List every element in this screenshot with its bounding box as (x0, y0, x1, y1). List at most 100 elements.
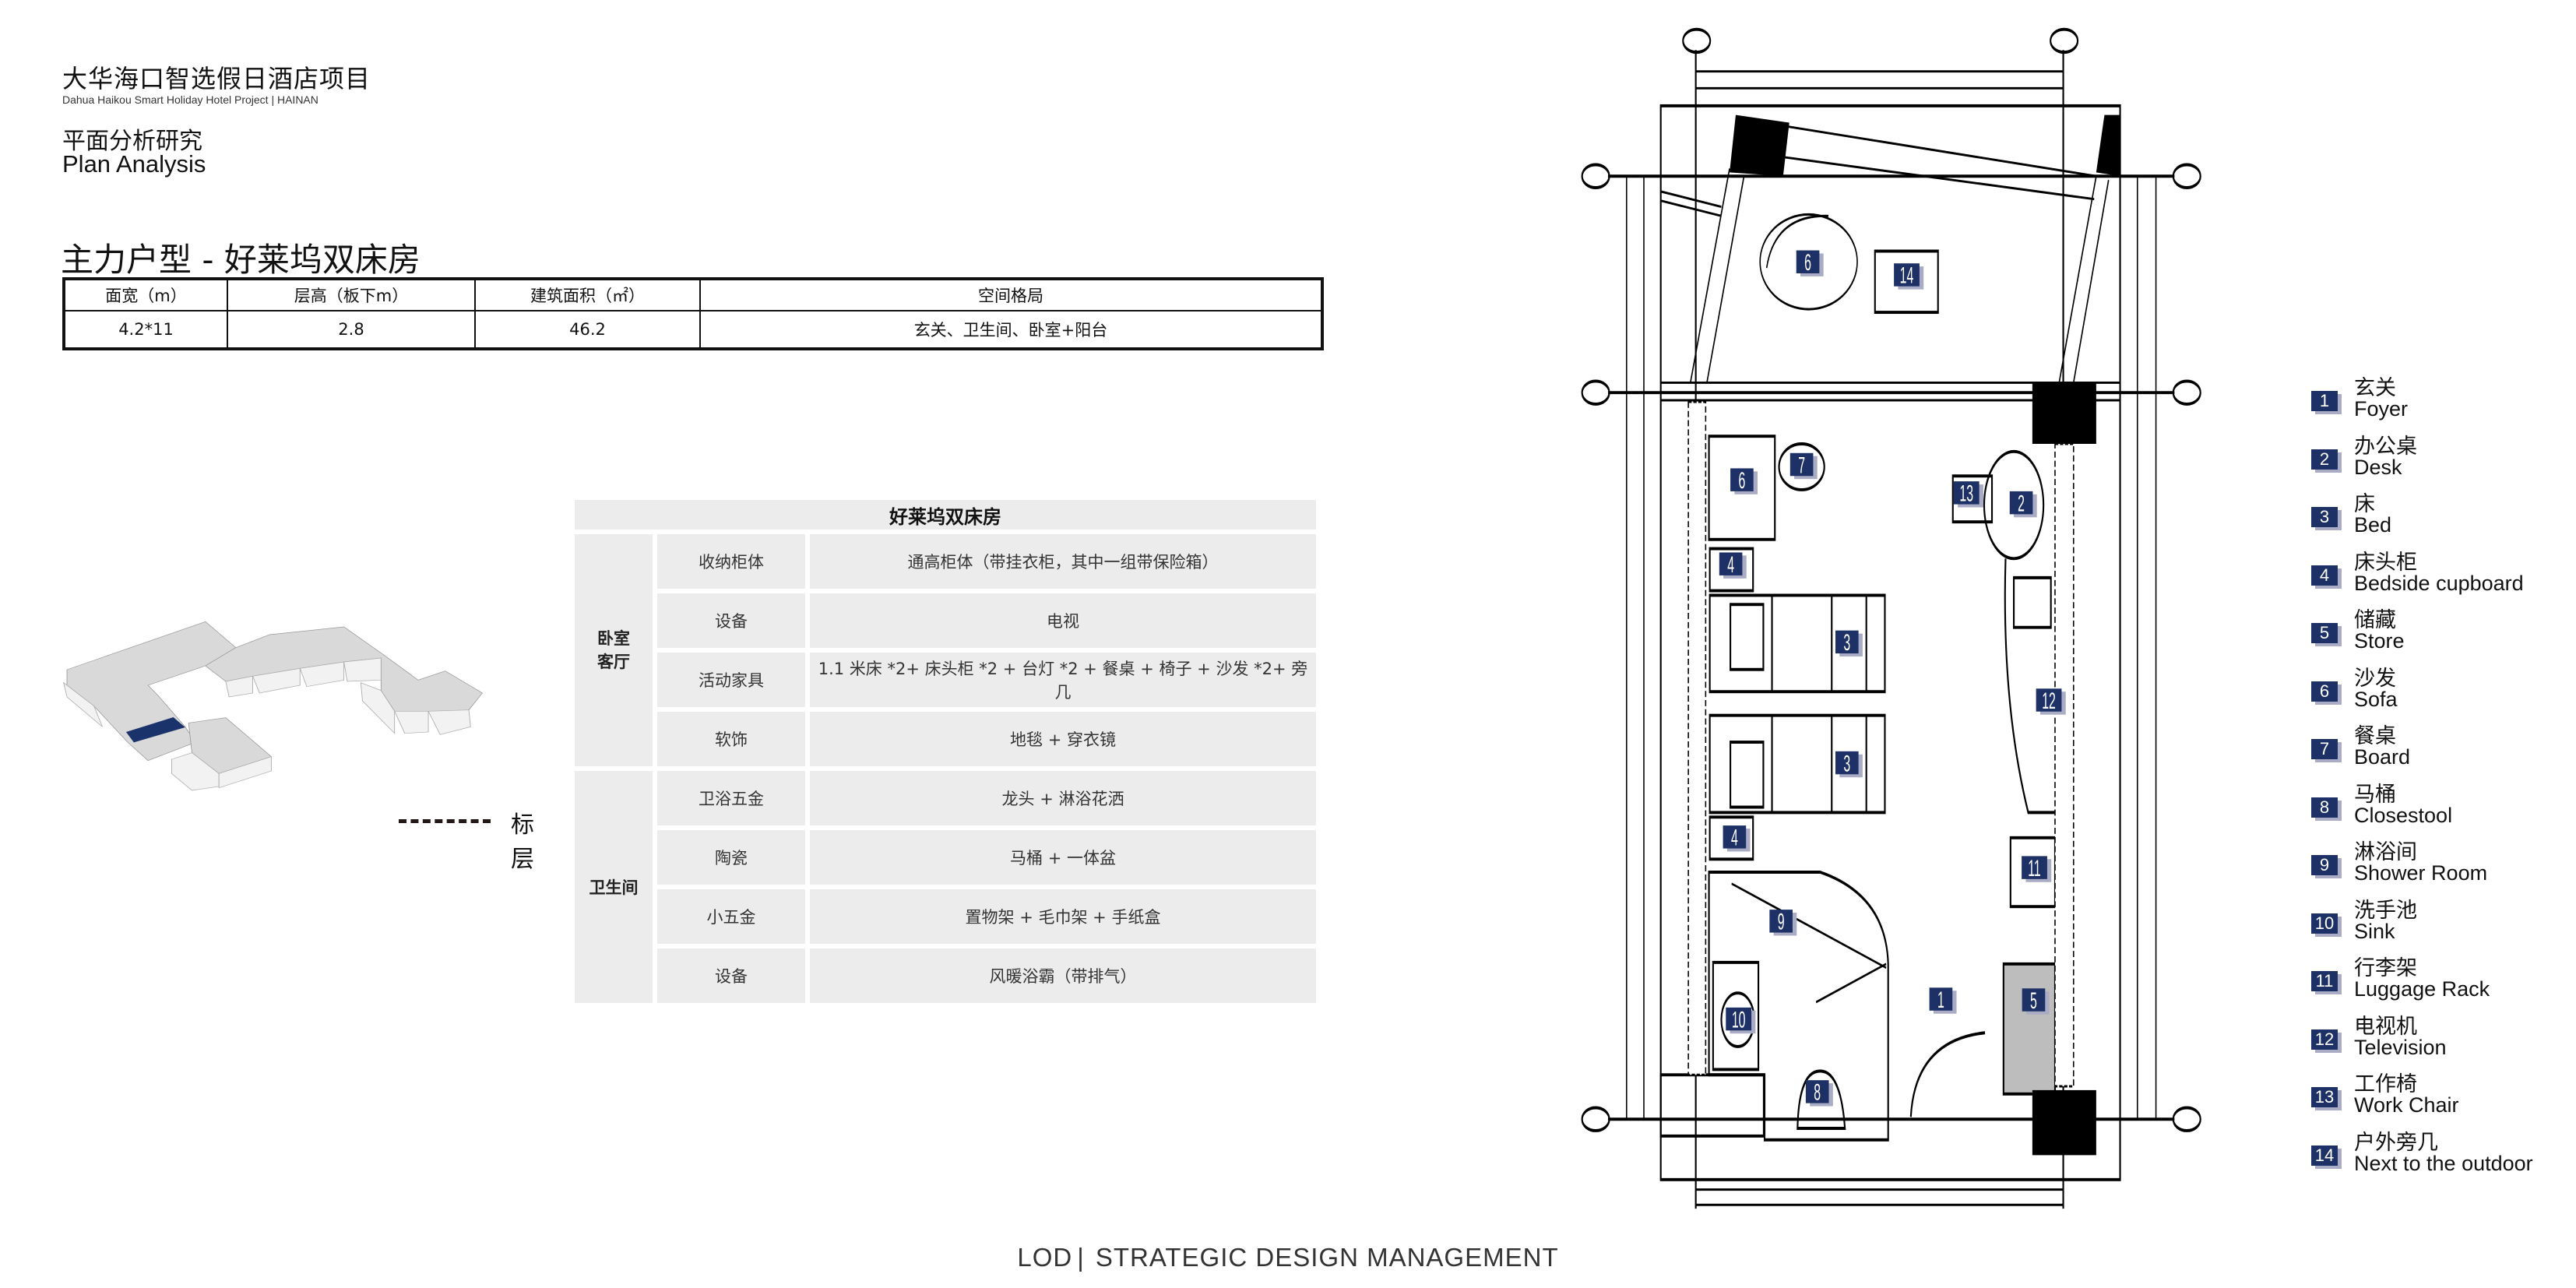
legend-label-cn: 办公桌 (2354, 434, 2417, 459)
plan-label-badge: 12 (2036, 688, 2066, 715)
floor-legend-label: 标层 (511, 811, 534, 873)
legend-label-en: Next to the outdoor (2354, 1151, 2533, 1175)
plan-label-number: 4 (1727, 553, 1734, 578)
dashed-line-icon (399, 819, 491, 823)
row-item: 陶瓷 (657, 830, 805, 885)
plan-label-badge: 1 (1929, 987, 1957, 1014)
plan-label-number: 8 (1814, 1081, 1821, 1106)
legend-label-en: Store (2354, 629, 2405, 653)
legend-label-cn: 沙发 (2354, 666, 2396, 691)
row-desc: 电视 (810, 593, 1316, 648)
plan-label-badge: 5 (2022, 988, 2050, 1015)
legend-badge: 5 (2311, 623, 2338, 643)
plan-label-badge: 3 (1835, 751, 1863, 778)
plan-label-badge: 10 (1726, 1007, 1756, 1034)
structural-columns (1730, 114, 2120, 1156)
legend-label-cn: 工作椅 (2354, 1072, 2417, 1096)
legend-label-cn: 电视机 (2354, 1014, 2417, 1039)
legend-badge: 13 (2311, 1087, 2338, 1107)
plan-label-number: 4 (1731, 826, 1738, 851)
plan-outline (1659, 104, 2121, 1181)
plan-label-badge: 6 (1796, 250, 1824, 276)
spec-header: 空间格局 (699, 278, 1323, 311)
sofa-round (1759, 213, 1858, 311)
toilet (1797, 1069, 1846, 1130)
row-item: 卫浴五金 (657, 771, 805, 825)
plan-label-number: 1 (1937, 988, 1944, 1013)
legend-badge: 6 (2311, 681, 2338, 702)
outdoor-side-table (1874, 249, 1939, 315)
legend-badge: 2 (2311, 449, 2338, 470)
row-desc: 龙头 + 淋浴花洒 (810, 771, 1316, 825)
row-item: 收纳柜体 (657, 534, 805, 589)
row-desc: 风暖浴霸（带排气） (810, 948, 1316, 1003)
legend-label-en: Closestool (2354, 803, 2453, 827)
furnishing-table: 好莱坞双床房 卧室客厅 收纳柜体 通高柜体（带挂衣柜，其中一组带保险箱） 设备电… (570, 495, 1321, 1008)
legend-label-cn: 洗手池 (2354, 898, 2417, 923)
spec-value: 4.2*11 (63, 310, 228, 350)
plan-label-badge: 3 (1835, 630, 1863, 657)
legend-badge: 12 (2311, 1029, 2338, 1050)
spec-header: 建筑面积（㎡） (474, 278, 701, 311)
legend-label-cn: 行李架 (2354, 956, 2417, 980)
work-chair (1951, 474, 1994, 524)
project-title-cn: 大华海口智选假日酒店项目 (62, 64, 371, 93)
legend-label-cn: 玄关 (2354, 376, 2396, 400)
legend-label-cn: 床 (2354, 492, 2375, 516)
legend-label-en: Desk (2354, 455, 2402, 479)
bed (1709, 713, 1886, 815)
spec-header: 层高（板下m） (227, 278, 476, 311)
group-label: 卧室客厅 (597, 629, 630, 671)
section-title-en: Plan Analysis (62, 150, 206, 178)
plan-label-number: 2 (2018, 492, 2025, 517)
legend-badge: 7 (2311, 739, 2338, 759)
row-item: 设备 (657, 593, 805, 648)
legend-badge: 8 (2311, 797, 2338, 818)
plan-label-badge: 8 (1805, 1080, 1833, 1107)
section-title-cn: 平面分析研究 (62, 128, 202, 155)
plan-label-number: 6 (1804, 251, 1811, 276)
legend-label-cn: 餐桌 (2354, 724, 2396, 748)
spec-header: 面宽（m） (63, 278, 228, 311)
plan-label-badge: 9 (1769, 910, 1797, 936)
row-desc: 马桶 + 一体盆 (810, 830, 1316, 885)
legend-label-cn: 储藏 (2354, 608, 2396, 632)
tv-cabinet (2004, 558, 2055, 815)
room-type-heading: 主力户型 - 好莱坞双床房 (61, 241, 421, 279)
legend-label-en: Bedside cupboard (2354, 571, 2524, 595)
plan-label-number: 12 (2042, 689, 2056, 714)
footer: LOD|STRATEGIC DESIGN MANAGEMENT (0, 1243, 2576, 1272)
plan-label-badge: 6 (1730, 468, 1758, 494)
axis-bubbles (1581, 27, 2201, 1132)
balcony-rail (1660, 125, 2120, 402)
plan-label-number: 3 (1843, 751, 1850, 776)
sink (1712, 960, 1760, 1072)
legend-label-en: Board (2354, 745, 2411, 769)
legend-badge: 10 (2311, 913, 2338, 934)
plan-label-number: 7 (1798, 453, 1805, 478)
bedside-cupboard (1709, 547, 1754, 593)
plan-label-number: 11 (2028, 857, 2040, 882)
footer-brand: LOD (1017, 1243, 1073, 1272)
legend-label-en: Luggage Rack (2354, 977, 2490, 1001)
legend-label-cn: 马桶 (2354, 782, 2396, 807)
furnishing-table-title: 好莱坞双床房 (575, 500, 1316, 530)
legend-label-en: Work Chair (2354, 1093, 2459, 1117)
legend-badge: 1 (2311, 391, 2338, 411)
row-desc: 置物架 + 毛巾架 + 手纸盒 (810, 889, 1316, 944)
bedside-cupboard (1709, 815, 1754, 861)
row-item: 活动家具 (657, 653, 805, 707)
dining-table (1778, 442, 1825, 491)
legend-label-en: Television (2354, 1035, 2447, 1059)
spec-value: 46.2 (474, 310, 701, 350)
insulated-walls (1687, 400, 2075, 1088)
plan-label-number: 10 (1732, 1008, 1746, 1033)
row-desc: 1.1 米床 *2+ 床头柜 *2 + 台灯 *2 + 餐桌 + 椅子 + 沙发… (810, 653, 1316, 707)
project-title-en: Dahua Haikou Smart Holiday Hotel Project… (62, 93, 318, 106)
sofa (1708, 435, 1776, 541)
legend-label-en: Foyer (2354, 397, 2409, 421)
group-bedroom: 卧室客厅 (575, 534, 653, 766)
plan-label-number: 5 (2030, 989, 2037, 1014)
